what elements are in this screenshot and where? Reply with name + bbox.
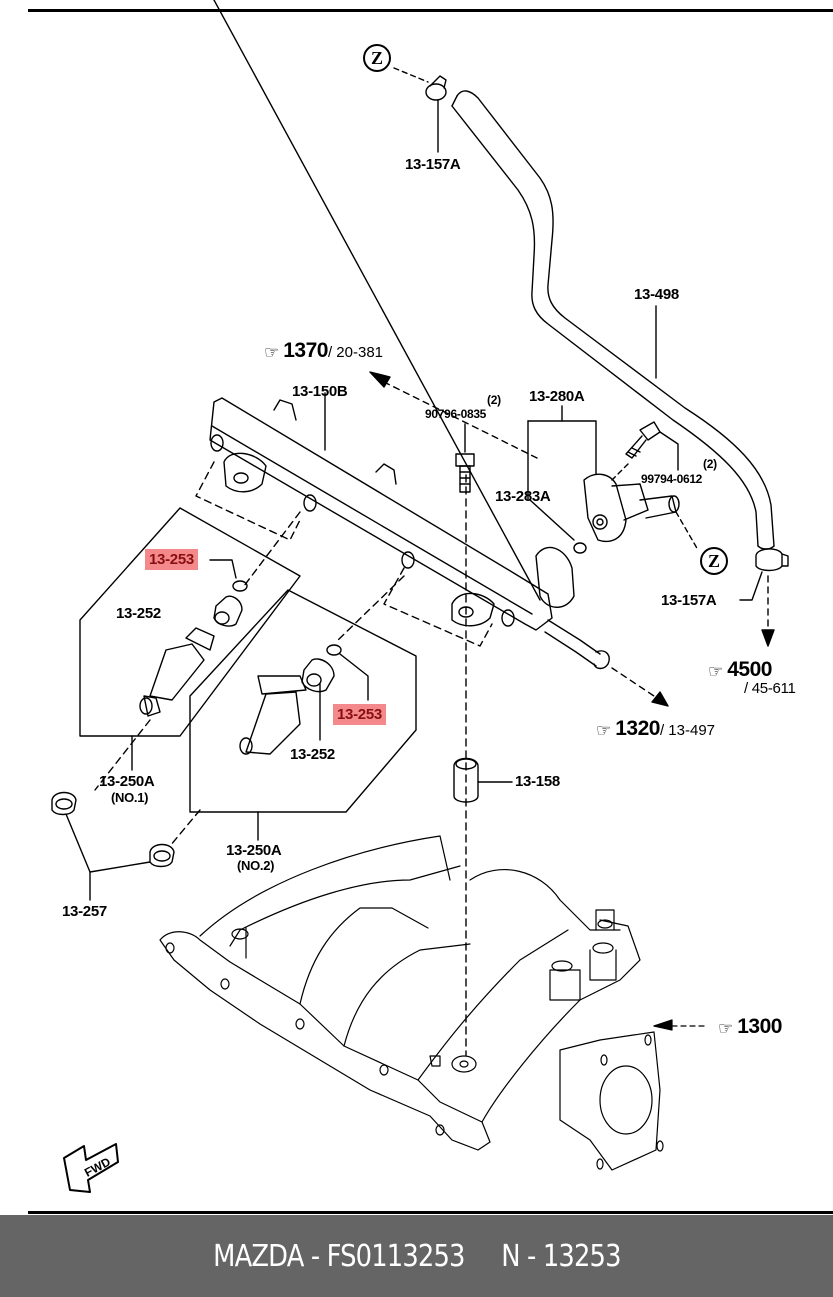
ref-1320-section: 1320 <box>615 717 660 740</box>
ref-4500-section: 4500 <box>727 658 772 681</box>
top-border-line <box>28 9 833 12</box>
injector2 <box>239 644 369 755</box>
label-bolt-right-qty: (2) <box>703 457 717 471</box>
connector-mark-z-right: Z <box>700 547 728 575</box>
label-bolt-left[interactable]: 90796-0835 <box>425 407 487 421</box>
label-injector2[interactable]: 13-250A <box>226 842 282 859</box>
pointing-hand-icon: ☞ <box>596 721 612 740</box>
ref-1300[interactable]: ☞ 1300 <box>718 1016 782 1037</box>
label-bolt-right[interactable]: 99794-0612 <box>641 472 703 486</box>
connector-mark-z-top-text: Z <box>370 47 383 68</box>
svg-text:FWD: FWD <box>82 1154 113 1179</box>
hose-clamp-right <box>739 548 789 647</box>
ref-1320-leader <box>611 667 669 707</box>
label-fuel-rail[interactable]: 13-150B <box>292 383 348 400</box>
label-hose-clamp-top[interactable]: 13-157A <box>405 156 461 173</box>
injector1 <box>139 559 248 717</box>
label-bolt-left-qty: (2) <box>487 393 501 407</box>
label-injector2-oring-highlighted[interactable]: 13-253 <box>333 704 386 725</box>
ref-1300-section: 1300 <box>737 1015 782 1038</box>
label-injector1-seal[interactable]: 13-252 <box>116 605 161 622</box>
pointing-hand-icon: ☞ <box>718 1019 734 1038</box>
label-injector2-number: (NO.2) <box>237 858 275 873</box>
spacer <box>453 757 513 803</box>
label-insulator[interactable]: 13-257 <box>62 903 107 920</box>
fuel-rail <box>209 0 610 670</box>
label-fuel-hose[interactable]: 13-498 <box>634 286 679 303</box>
label-injector1[interactable]: 13-250A <box>99 773 155 790</box>
label-injector1-oring-highlighted[interactable]: 13-253 <box>145 549 198 570</box>
fwd-arrow-icon: FWD <box>63 1143 119 1193</box>
intake-manifold <box>159 835 705 1171</box>
label-pressure-regulator[interactable]: 13-280A <box>529 388 585 405</box>
injector1-frame <box>79 507 301 771</box>
label-injector1-number: (NO.1) <box>111 790 149 805</box>
ref-4500[interactable]: ☞ 4500 <box>708 659 772 680</box>
hose-clamp-top <box>425 75 447 153</box>
z-leader-top <box>393 67 429 83</box>
bolt-right <box>611 421 679 481</box>
connector-mark-z-right-text: Z <box>707 550 720 571</box>
connector-mark-z-top: Z <box>363 44 391 72</box>
pressure-regulator <box>527 405 699 554</box>
pointing-hand-icon: ☞ <box>708 662 724 681</box>
label-hose-clamp-right[interactable]: 13-157A <box>661 592 717 609</box>
guide-lines <box>94 461 493 1056</box>
ref-1370[interactable]: ☞ 1370 / 20-381 <box>264 340 383 361</box>
footer-banner: MAZDA - FS0113253 N - 13253 <box>0 1215 833 1297</box>
label-injector2-seal[interactable]: 13-252 <box>290 746 335 763</box>
parts-diagram: FWD <box>51 0 789 1193</box>
pointing-hand-icon: ☞ <box>264 343 280 362</box>
ref-4500-page: / 45-611 <box>744 680 796 697</box>
injector2-frame <box>189 589 417 841</box>
footer-part-number: MAZDA - FS0113253 N - 13253 <box>212 1238 621 1274</box>
ref-1320[interactable]: ☞ 1320 / 13-497 <box>596 718 715 739</box>
fuel-hose <box>451 90 775 550</box>
ref-1320-page: / 13-497 <box>659 722 716 739</box>
label-regulator-oring[interactable]: 13-283A <box>495 488 551 505</box>
ref-1370-page: / 20-381 <box>327 344 384 361</box>
ref-1370-leader <box>369 371 538 459</box>
insulators <box>51 791 175 901</box>
label-spacer[interactable]: 13-158 <box>515 773 560 790</box>
bottom-border-line <box>28 1211 833 1214</box>
ref-1370-section: 1370 <box>283 339 328 362</box>
bolt-left <box>455 423 475 493</box>
